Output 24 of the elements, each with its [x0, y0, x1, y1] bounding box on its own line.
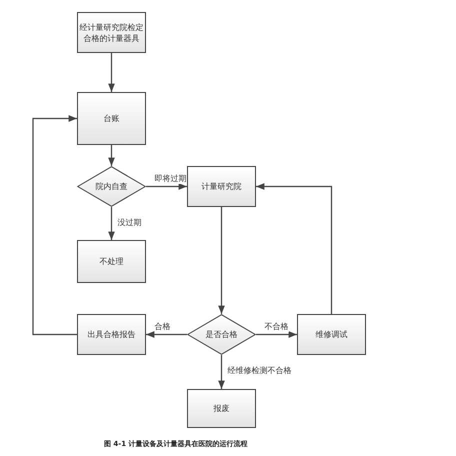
edge-label: 不合格: [264, 322, 288, 332]
process-box: 台账: [77, 92, 146, 145]
edge-label: 没过期: [118, 218, 142, 228]
process-box: 经计量研究院检定合格的计量器具: [77, 12, 146, 53]
arrow: [256, 331, 297, 338]
process-box: 出具合格报告: [77, 314, 146, 355]
arrow: [218, 207, 225, 314]
arrow: [108, 145, 115, 166]
process-box: 报废: [187, 389, 256, 428]
decision-diamond: 院内自查: [77, 166, 146, 207]
edge-label: 经维修检测不合格: [228, 366, 292, 376]
arrow: [108, 53, 115, 92]
arrow: [146, 331, 187, 338]
edge-label: 即将过期: [154, 174, 186, 184]
arrow: [256, 183, 332, 314]
process-box: 维修调试: [297, 314, 366, 355]
arrow: [218, 355, 225, 389]
arrow: [32, 115, 77, 336]
arrow: [108, 207, 115, 240]
process-box: 计量研究院: [187, 166, 256, 207]
arrow: [146, 183, 187, 190]
edge-label: 合格: [154, 322, 170, 332]
decision-diamond: 是否合格: [187, 314, 256, 355]
process-box: 不处理: [77, 240, 146, 283]
